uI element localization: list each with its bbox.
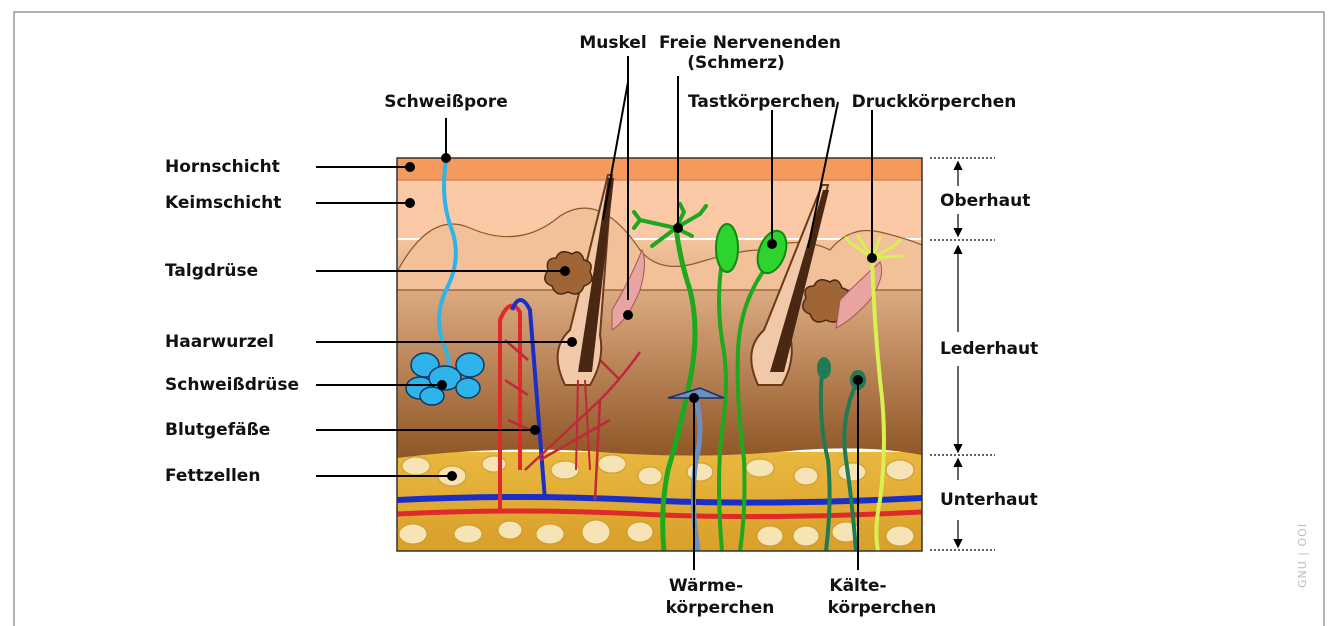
skin-block <box>397 158 922 552</box>
keimschicht-layer <box>397 178 922 238</box>
fat-cell <box>551 461 579 479</box>
leader-dot <box>568 338 576 346</box>
leader-dot <box>768 240 776 248</box>
label-freie-nervenenden-2: (Schmerz) <box>687 53 784 73</box>
fat-cell <box>638 467 662 485</box>
fat-cell <box>886 526 914 546</box>
fat-cell <box>482 456 506 472</box>
label-freie-nervenenden-1: Freie Nervenenden <box>659 33 841 53</box>
fat-cell <box>757 526 783 546</box>
fat-cell <box>402 457 430 475</box>
label-muskel: Muskel <box>579 33 646 53</box>
label-keimschicht: Keimschicht <box>165 193 281 213</box>
leader-dot <box>561 267 569 275</box>
arrowhead <box>954 459 962 467</box>
fat-cell <box>399 524 427 544</box>
fat-cell <box>536 524 564 544</box>
label-tastkoerperchen: Tastkörperchen <box>688 92 836 112</box>
arrowhead <box>954 539 962 547</box>
label-kaelte-2: körperchen <box>828 598 937 618</box>
leader-dot <box>624 311 632 319</box>
sweat-coil-loop <box>456 378 480 398</box>
fat-cell <box>687 463 713 481</box>
hornschicht-layer <box>397 158 922 180</box>
label-kaelte-1: Kälte- <box>829 576 886 596</box>
label-druckkoerperchen: Druckkörperchen <box>852 92 1017 112</box>
fat-cell <box>454 525 482 543</box>
label-haarwurzel: Haarwurzel <box>165 332 274 352</box>
arrowhead <box>954 162 962 170</box>
leader-dot <box>448 472 456 480</box>
leader-dot <box>531 426 539 434</box>
arrowhead <box>954 246 962 254</box>
arrowhead <box>954 228 962 236</box>
leader-dot <box>854 376 862 384</box>
label-schweissdruese: Schweißdrüse <box>165 375 299 395</box>
image-credit: GNU | OOI <box>1296 523 1309 588</box>
touch-corpuscle-1 <box>716 224 738 272</box>
fat-cell <box>794 467 818 485</box>
fat-cell <box>886 460 914 480</box>
fat-cell <box>498 521 522 539</box>
label-talgdruese: Talgdrüse <box>165 261 258 281</box>
fat-cell <box>627 522 653 542</box>
label-waerme-2: körperchen <box>666 598 775 618</box>
leader-dot <box>442 154 450 162</box>
fat-cell <box>582 520 610 544</box>
cold-receptor-1 <box>817 357 831 379</box>
label-oberhaut: Oberhaut <box>940 191 1030 211</box>
label-unterhaut: Unterhaut <box>940 490 1038 510</box>
arrowhead <box>954 444 962 452</box>
fat-cell <box>793 526 819 546</box>
label-lederhaut: Lederhaut <box>940 339 1038 359</box>
label-fettzellen: Fettzellen <box>165 466 260 486</box>
leader-dot <box>406 163 414 171</box>
fat-cell <box>746 459 774 477</box>
label-schweisspore: Schweißpore <box>384 92 507 112</box>
leader-dot <box>690 394 698 402</box>
fat-cell <box>838 463 866 481</box>
leader-dot <box>406 199 414 207</box>
fat-cell <box>598 455 626 473</box>
leader-dot <box>674 224 682 232</box>
label-blutgefaesse: Blutgefäße <box>165 420 270 440</box>
label-hornschicht: Hornschicht <box>165 157 280 177</box>
leader-dot <box>438 381 446 389</box>
label-waerme-1: Wärme- <box>669 576 743 596</box>
leader-dot <box>868 254 876 262</box>
